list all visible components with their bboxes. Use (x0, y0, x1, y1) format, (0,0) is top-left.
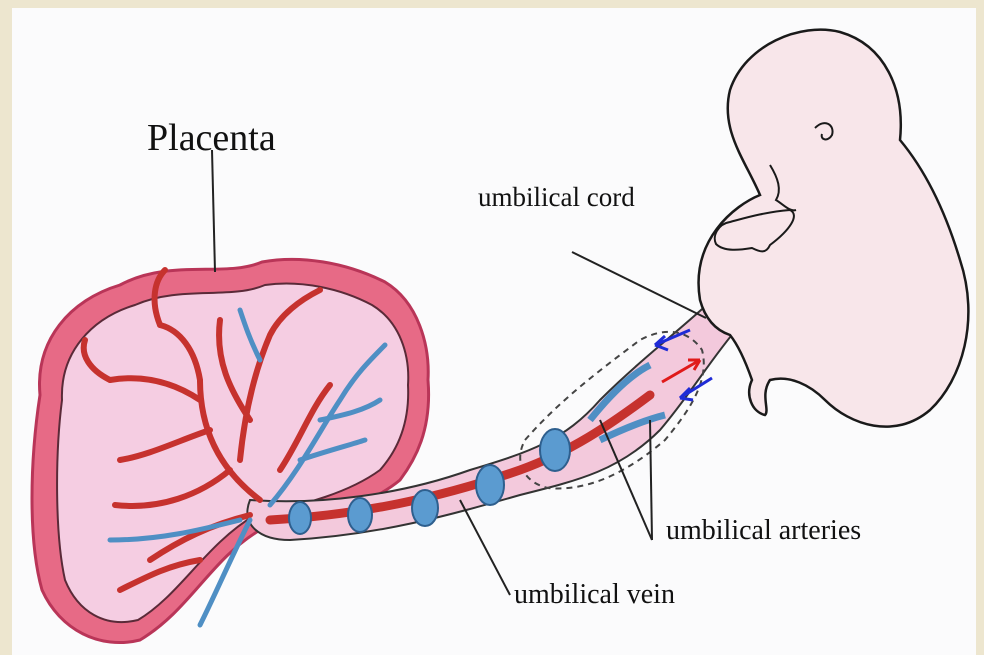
placenta-inner (57, 284, 408, 623)
placenta-umbilical-diagram (12, 8, 976, 655)
label-placenta: Placenta (147, 116, 276, 162)
label-umbilical-vein: umbilical vein (514, 578, 684, 612)
label-umbilical-arteries: umbilical arteries (666, 514, 861, 548)
diagram-canvas: Placenta umbilical cord umbilical arteri… (12, 8, 976, 655)
label-umbilical-cord: umbilical cord (478, 181, 648, 213)
